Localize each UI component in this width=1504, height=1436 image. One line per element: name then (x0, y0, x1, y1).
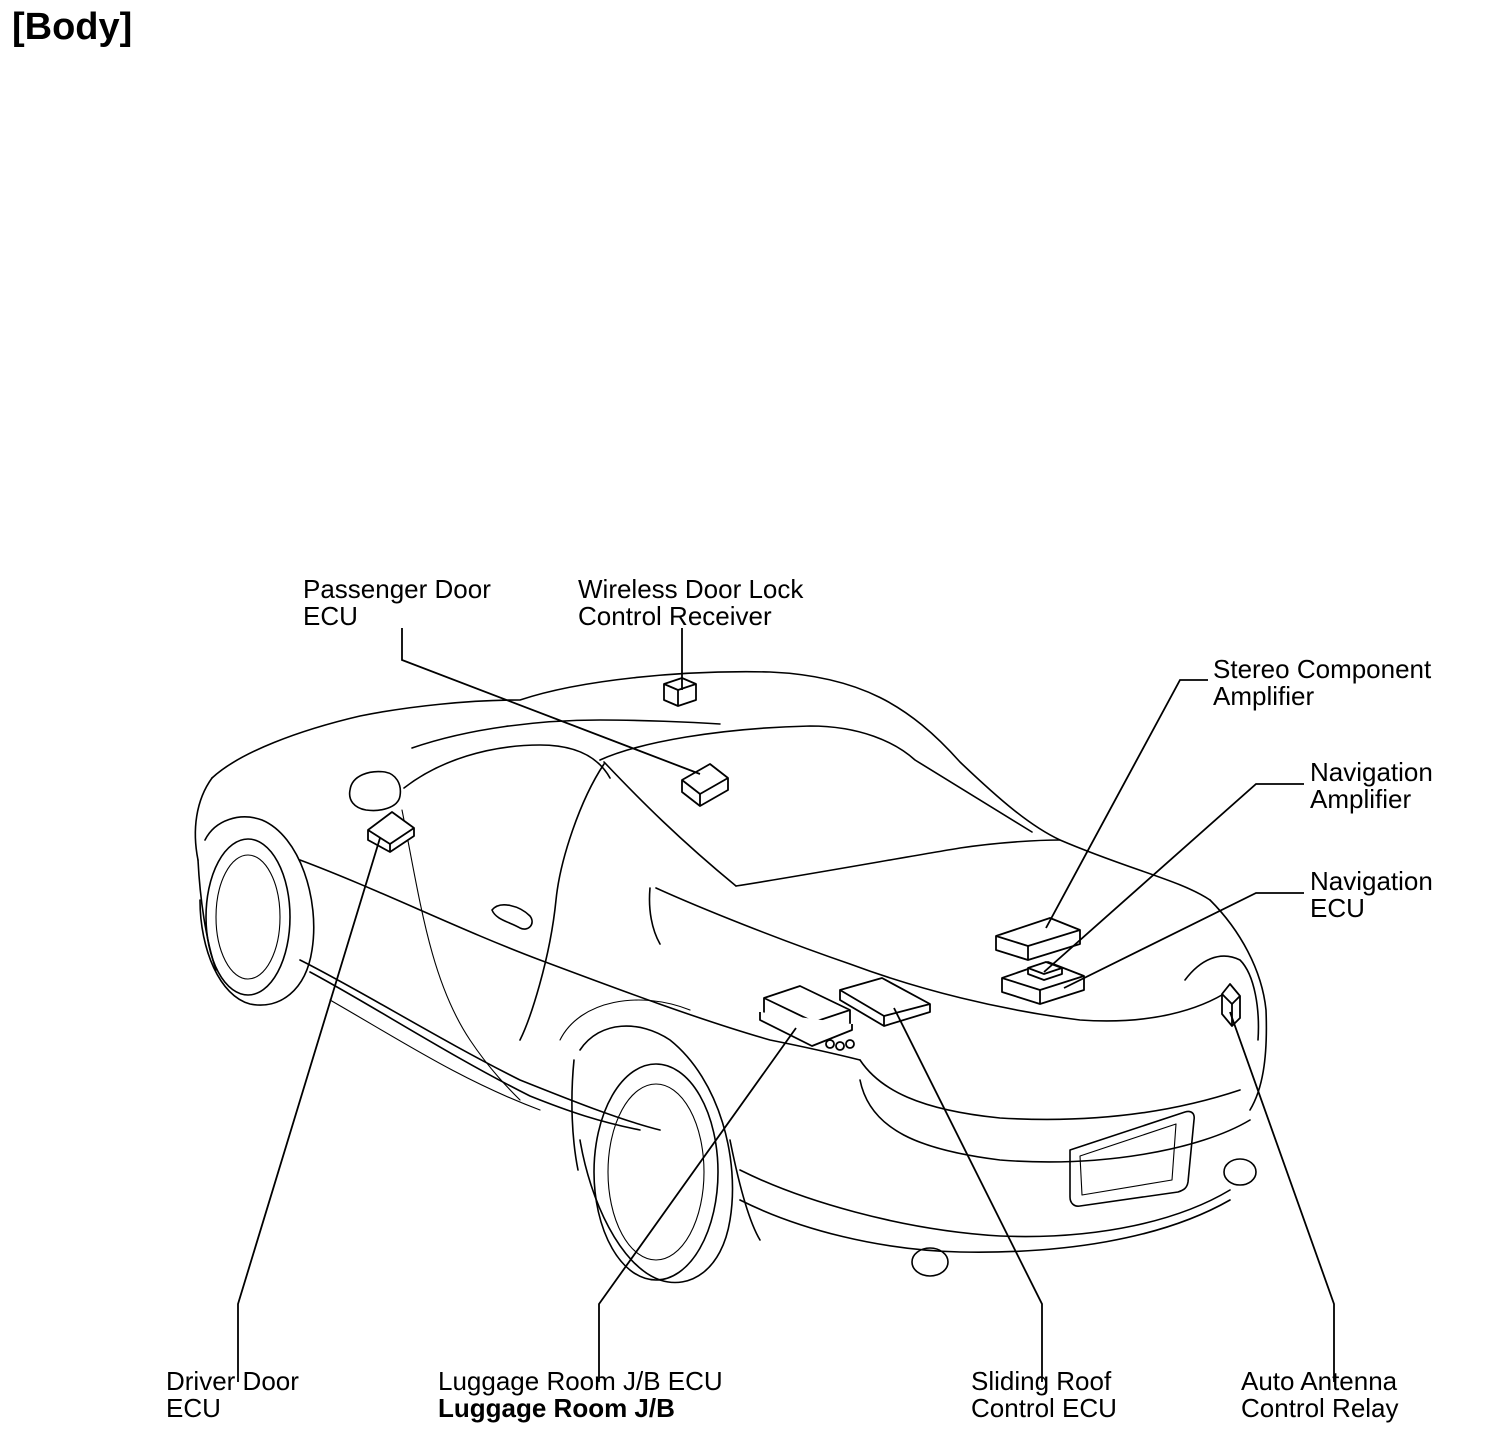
leader-driver-door (237, 837, 381, 1382)
label-auto-antenna: Auto Antenna Control Relay (1241, 1366, 1399, 1423)
leader-passenger-door (401, 628, 701, 775)
auto-antenna-relay-part (1221, 983, 1241, 1027)
passenger-door-ecu-part (681, 763, 729, 807)
leader-stereo (1045, 679, 1208, 929)
leader-sliding-roof (893, 1007, 1043, 1382)
label-driver-door-ecu: Driver Door ECU (166, 1366, 299, 1423)
stereo-amplifier-part (995, 917, 1081, 961)
label-sliding-roof: Sliding Roof Control ECU (971, 1366, 1117, 1423)
leader-antenna (1229, 1011, 1335, 1382)
car-outline (194, 670, 1268, 1284)
label-navigation-amplifier: Navigation Amplifier (1310, 757, 1433, 814)
label-passenger-door-ecu: Passenger Door ECU (303, 574, 491, 631)
driver-door-ecu-part (367, 811, 415, 853)
leader-nav-ecu (1063, 892, 1304, 989)
leader-nav-amp (1043, 783, 1304, 973)
label-navigation-ecu: Navigation ECU (1310, 866, 1433, 923)
label-stereo-amplifier: Stereo Component Amplifier (1213, 654, 1432, 711)
navigation-ecu-part (1001, 961, 1085, 1005)
leader-lines (237, 628, 1335, 1382)
wireless-receiver-part (663, 677, 697, 707)
luggage-room-jb-part (759, 985, 855, 1051)
page-title: [Body] (12, 6, 133, 48)
label-luggage-room: Luggage Room J/B ECU Luggage Room J/B (438, 1366, 723, 1423)
sliding-roof-ecu-part (839, 977, 931, 1027)
leader-luggage (598, 1027, 797, 1382)
label-wireless-door-lock: Wireless Door Lock Control Receiver (578, 574, 804, 631)
